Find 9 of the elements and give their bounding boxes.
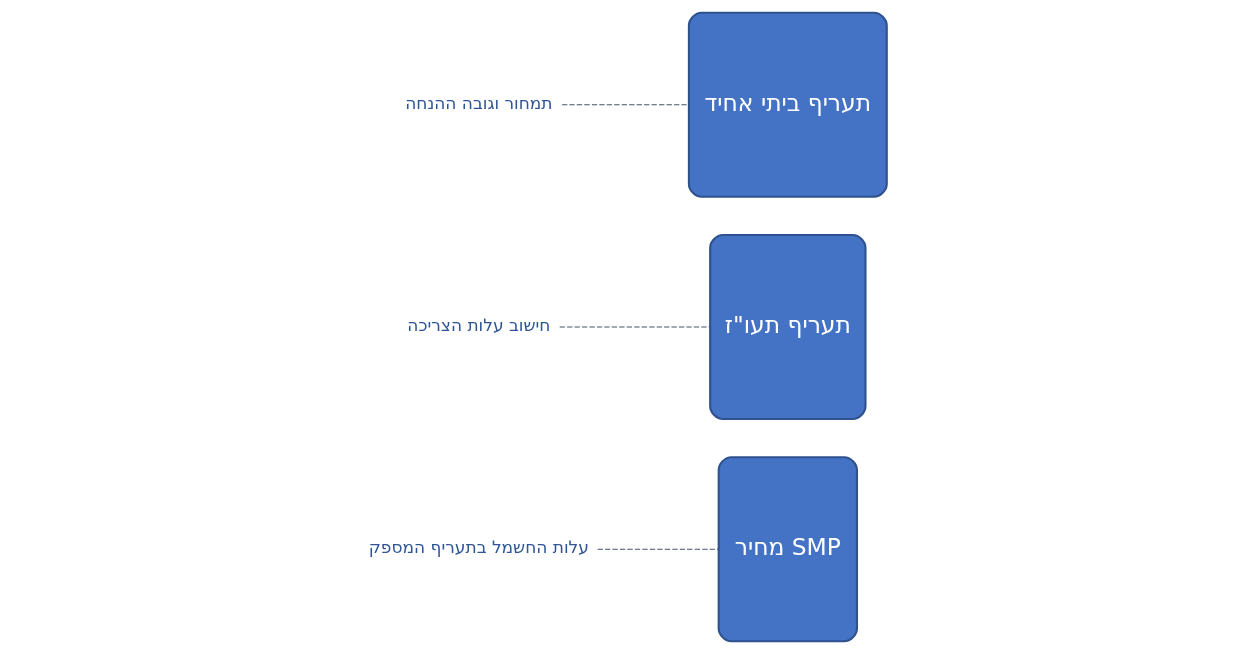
node-text: עלות החשמל בתעריף המספק (368, 537, 589, 558)
node-text: תמחור וגובה ההנחה (404, 92, 552, 113)
node-box: מחיר SMP (717, 456, 858, 643)
node-box: תעריף ביתי אחיד (687, 11, 888, 198)
node-text: חישוב עלות הצריכה (406, 315, 550, 336)
node-box: תעריף תעו"ז (708, 233, 867, 421)
connector (596, 548, 719, 550)
connector (561, 104, 689, 106)
connector (558, 326, 710, 328)
